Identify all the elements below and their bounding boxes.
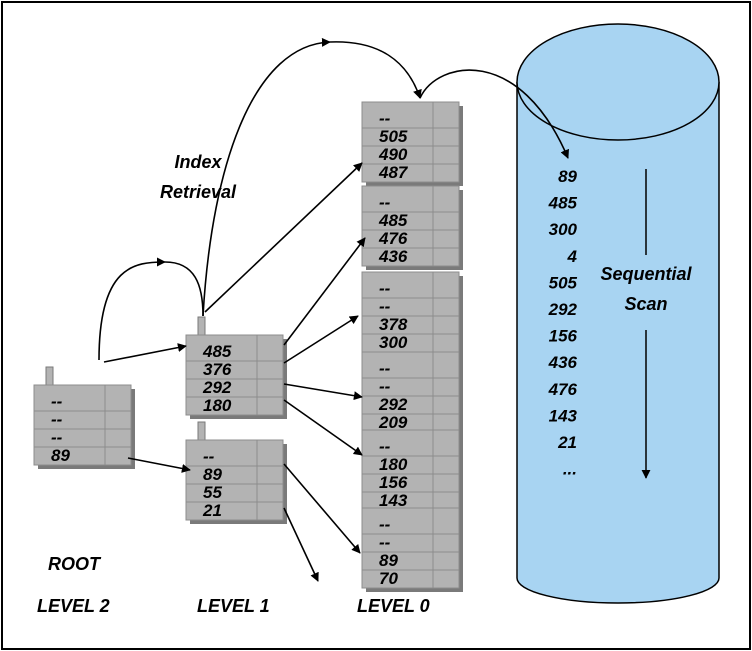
node-box bbox=[185, 439, 284, 521]
node-key: 209 bbox=[378, 413, 408, 432]
arrow-root-89-to-l1b bbox=[127, 457, 191, 473]
node-key: 476 bbox=[378, 229, 408, 248]
node-key: -- bbox=[379, 297, 391, 316]
node-key: 485 bbox=[378, 211, 408, 230]
pointer-arrows bbox=[103, 162, 366, 582]
curve-to-data-file bbox=[419, 69, 569, 159]
node-key: 70 bbox=[379, 569, 398, 588]
level2-label: LEVEL 2 bbox=[37, 596, 110, 616]
node-key: -- bbox=[203, 447, 215, 466]
node-box bbox=[361, 271, 460, 353]
record-value: ... bbox=[563, 460, 577, 479]
sequential-scan-label-line1: Sequential bbox=[600, 264, 692, 284]
node-key: -- bbox=[379, 533, 391, 552]
curve-root-to-level1 bbox=[98, 257, 166, 361]
node-box bbox=[361, 429, 460, 511]
node-tab bbox=[45, 366, 54, 386]
level1-label: LEVEL 1 bbox=[197, 596, 270, 616]
record-value: 4 bbox=[567, 247, 578, 266]
node-key: 292 bbox=[202, 378, 232, 397]
node-key: 436 bbox=[378, 247, 408, 266]
node-key: -- bbox=[51, 410, 63, 429]
node-key: 300 bbox=[379, 333, 408, 352]
record-value: 89 bbox=[558, 167, 577, 186]
node-key: 292 bbox=[378, 395, 408, 414]
node-key: 505 bbox=[379, 127, 408, 146]
record-value: 156 bbox=[549, 327, 578, 346]
node-key: 378 bbox=[379, 315, 408, 334]
node-key: 490 bbox=[378, 145, 408, 164]
node-box bbox=[361, 507, 460, 589]
index-nodes: ------89485376292180--895521--505490487-… bbox=[33, 101, 463, 592]
index-retrieval-label-line1: Index bbox=[174, 152, 222, 172]
record-value: 436 bbox=[548, 353, 578, 372]
index-retrieval-label-line2: Retrieval bbox=[160, 182, 237, 202]
node-key: -- bbox=[379, 359, 391, 378]
node-key: 55 bbox=[203, 483, 222, 502]
data-file-cylinder bbox=[516, 23, 720, 604]
cylinder-body bbox=[516, 82, 720, 604]
record-value: 21 bbox=[557, 433, 577, 452]
arrow-l1b-21-down bbox=[283, 507, 319, 582]
arrow-l1a-485-to-l0b bbox=[283, 237, 366, 346]
node-tab bbox=[197, 421, 206, 441]
arrow-l1a-top-to-l0a bbox=[204, 162, 363, 313]
node-tab bbox=[197, 316, 206, 336]
curve-to-top bbox=[202, 37, 331, 317]
arrow-l1b-89-to-l0f bbox=[283, 463, 361, 554]
node-key: -- bbox=[379, 515, 391, 534]
node-key: -- bbox=[51, 392, 63, 411]
arrow-root-top-to-l1a bbox=[103, 343, 187, 363]
record-value: 292 bbox=[548, 300, 578, 319]
node-key: -- bbox=[51, 428, 63, 447]
cylinder-top bbox=[516, 23, 720, 141]
node-key: -- bbox=[379, 109, 391, 128]
node-key: 21 bbox=[202, 501, 222, 520]
node-box bbox=[361, 185, 460, 267]
node-key: 180 bbox=[203, 396, 232, 415]
node-key: 376 bbox=[203, 360, 232, 379]
node-box bbox=[361, 101, 460, 183]
node-key: 180 bbox=[379, 455, 408, 474]
cylinder-values: 89 485 300 4 505 292 156 436 476 143 21... bbox=[548, 167, 578, 479]
node-key: -- bbox=[379, 437, 391, 456]
record-value: 476 bbox=[548, 380, 578, 399]
node-key: 89 bbox=[379, 551, 398, 570]
node-key: 143 bbox=[379, 491, 408, 510]
navigation-curves bbox=[98, 37, 569, 361]
root-label: ROOT bbox=[48, 554, 102, 574]
node-key: 487 bbox=[378, 163, 409, 182]
record-value: 143 bbox=[549, 406, 578, 425]
node-key: -- bbox=[379, 377, 391, 396]
record-value: 300 bbox=[549, 220, 578, 239]
node-key: 89 bbox=[203, 465, 222, 484]
arrow-l1a-376-to-l0c bbox=[283, 315, 359, 364]
curve-level1-tip bbox=[164, 261, 204, 317]
node-key: -- bbox=[379, 193, 391, 212]
node-box bbox=[185, 334, 284, 416]
record-value: 505 bbox=[549, 273, 578, 292]
node-box bbox=[361, 351, 460, 433]
arrow-l1a-180-to-l0e bbox=[283, 399, 363, 456]
node-box bbox=[33, 384, 132, 466]
root-node: ------89 bbox=[33, 366, 135, 469]
node-key: 485 bbox=[202, 342, 232, 361]
record-value: 485 bbox=[548, 194, 578, 213]
node-key: 89 bbox=[51, 446, 70, 465]
node-key: 156 bbox=[379, 473, 408, 492]
node-key: -- bbox=[379, 279, 391, 298]
sequential-scan-label-line2: Scan bbox=[624, 294, 667, 314]
arrow-l1a-292-to-l0d bbox=[283, 383, 363, 401]
level0-label: LEVEL 0 bbox=[357, 596, 430, 616]
curve-to-level0 bbox=[329, 41, 422, 99]
